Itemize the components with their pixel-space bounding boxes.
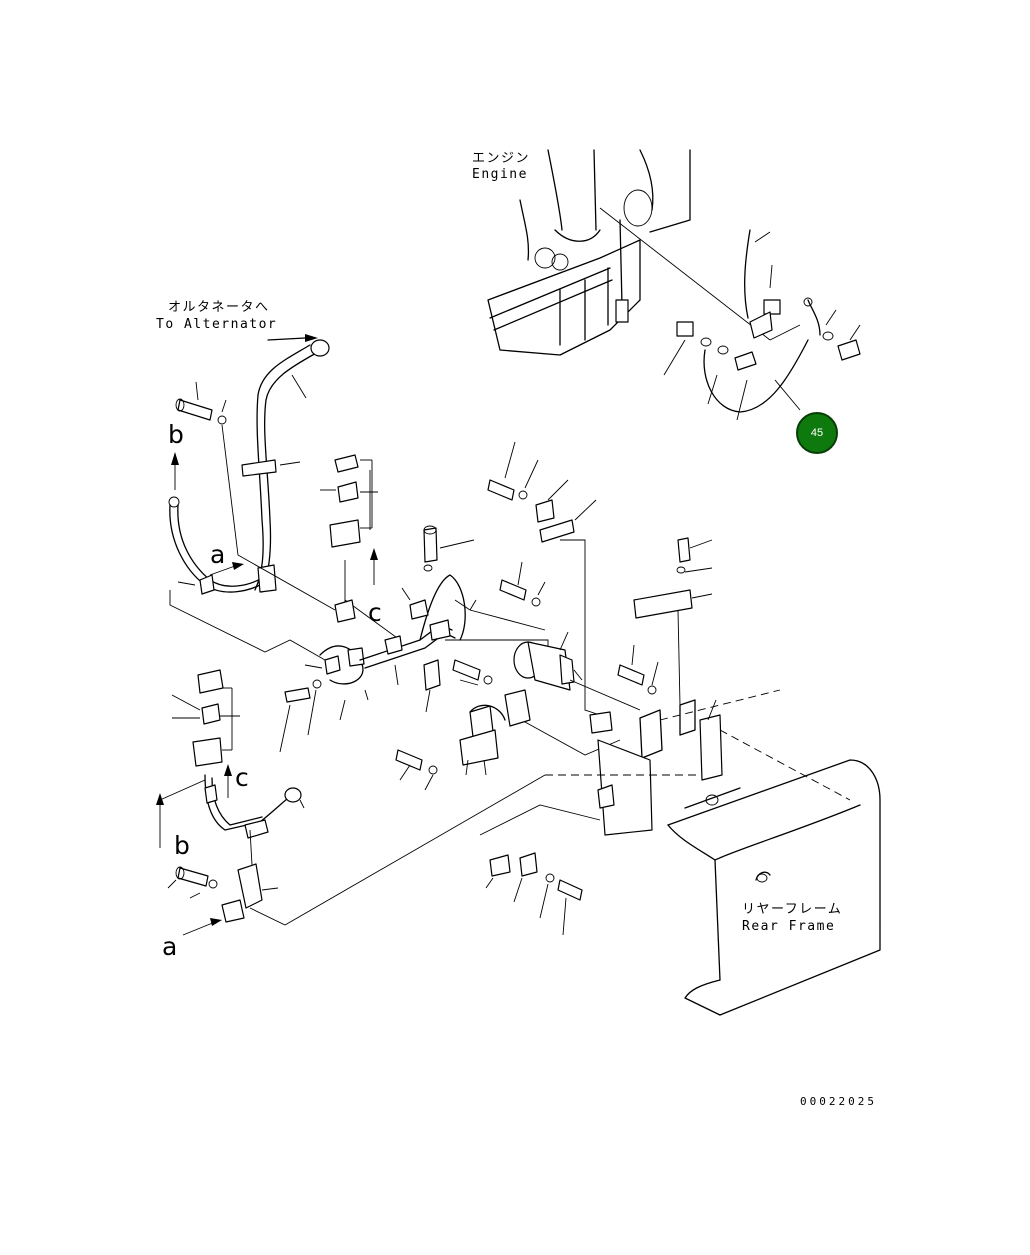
bolt-washer-topleft xyxy=(175,381,227,425)
relay-stack-lower xyxy=(171,669,240,798)
lower-harness xyxy=(156,774,305,866)
document-number: 00022025 xyxy=(800,1095,877,1108)
bottom-small-brackets xyxy=(479,804,601,936)
alternator-cable xyxy=(241,334,330,593)
rear-frame-label-jp: リヤーフレーム xyxy=(742,902,843,917)
battery-cable-b xyxy=(168,452,277,595)
right-brackets xyxy=(545,537,851,836)
lower-left-bracket xyxy=(167,774,546,936)
alternator-label-jp: オルタネータへ xyxy=(168,300,270,315)
marker-c-lower: c xyxy=(235,763,249,792)
routing-lines xyxy=(169,424,401,661)
alternator-label-en: To Alternator xyxy=(156,317,278,332)
bolts-centre-left xyxy=(279,659,493,791)
engine-label-jp: エンジン xyxy=(472,151,531,166)
battery-relay xyxy=(459,631,641,776)
marker-a-upper: a xyxy=(210,540,226,569)
engine-ground-strap xyxy=(663,229,861,421)
relay-stack-upper xyxy=(320,454,378,585)
marker-a-lower: a xyxy=(162,932,178,961)
central-harness xyxy=(304,525,549,721)
callout-45[interactable]: 45 xyxy=(796,412,838,454)
engine-assembly xyxy=(487,149,771,356)
bolts-upper-centre xyxy=(487,441,601,716)
rear-frame-label-en: Rear Frame xyxy=(742,919,836,934)
rear-frame xyxy=(667,759,881,1016)
marker-b-upper: b xyxy=(168,420,184,449)
marker-c-upper: c xyxy=(368,598,382,627)
engine-label-en: Engine xyxy=(472,167,528,182)
marker-b-lower: b xyxy=(174,831,190,860)
